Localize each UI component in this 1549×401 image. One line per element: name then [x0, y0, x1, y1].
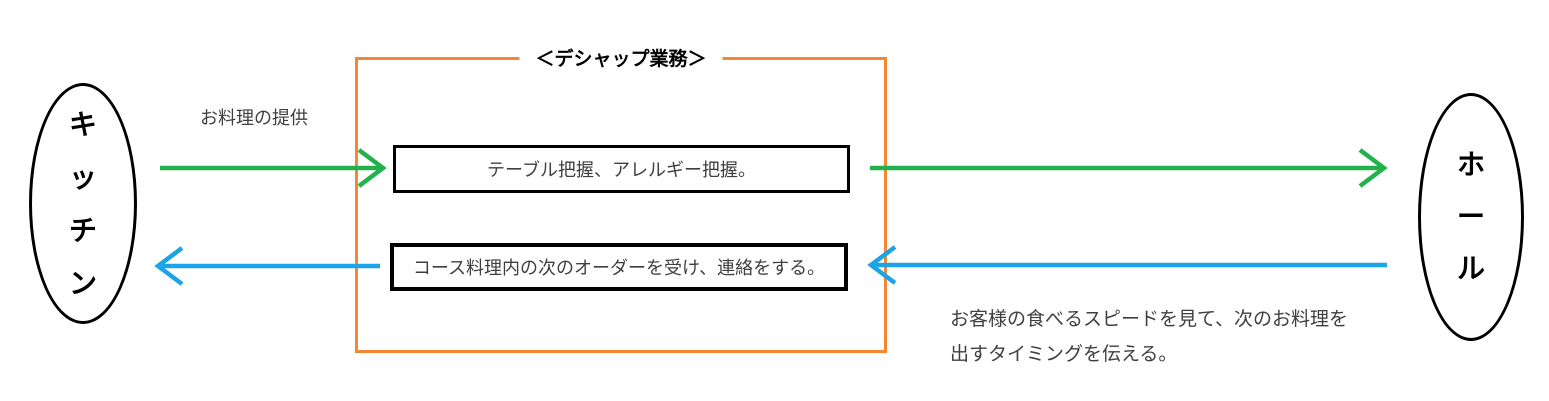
- blue-arrow-hall-to-deshap-icon: [867, 245, 1387, 285]
- task-box-table-allergy-text: テーブル把握、アレルギー把握。: [487, 160, 756, 180]
- hall-node: ホール: [1418, 93, 1524, 341]
- offering-label: お料理の提供: [200, 108, 308, 128]
- kitchen-node: キッチン: [29, 83, 137, 324]
- hall-timing-note: お客様の食べるスピードを見て、次のお料理を 出すタイミングを伝える。: [950, 302, 1348, 372]
- task-box-course-order-text: コース料理内の次のオーダーを受け、連絡をする。: [412, 258, 826, 278]
- kitchen-node-label: キッチン: [68, 108, 97, 299]
- blue-arrow-deshap-to-kitchen-icon: [154, 246, 380, 286]
- green-arrow-kitchen-to-deshap-icon: [160, 148, 387, 188]
- task-box-table-allergy: テーブル把握、アレルギー把握。: [393, 145, 850, 193]
- green-arrow-deshap-to-hall-icon: [870, 148, 1388, 188]
- hall-timing-note-line2: 出すタイミングを伝える。: [950, 344, 1178, 365]
- deshap-frame: ＜デシャップ業務＞ テーブル把握、アレルギー把握。 コース料理内の次のオーダーを…: [355, 46, 887, 353]
- task-box-course-order: コース料理内の次のオーダーを受け、連絡をする。: [390, 243, 848, 291]
- hall-timing-note-line1: お客様の食べるスピードを見て、次のお料理を: [950, 309, 1349, 330]
- deshap-frame-title: ＜デシャップ業務＞: [519, 46, 723, 73]
- hall-node-label: ホール: [1456, 149, 1485, 284]
